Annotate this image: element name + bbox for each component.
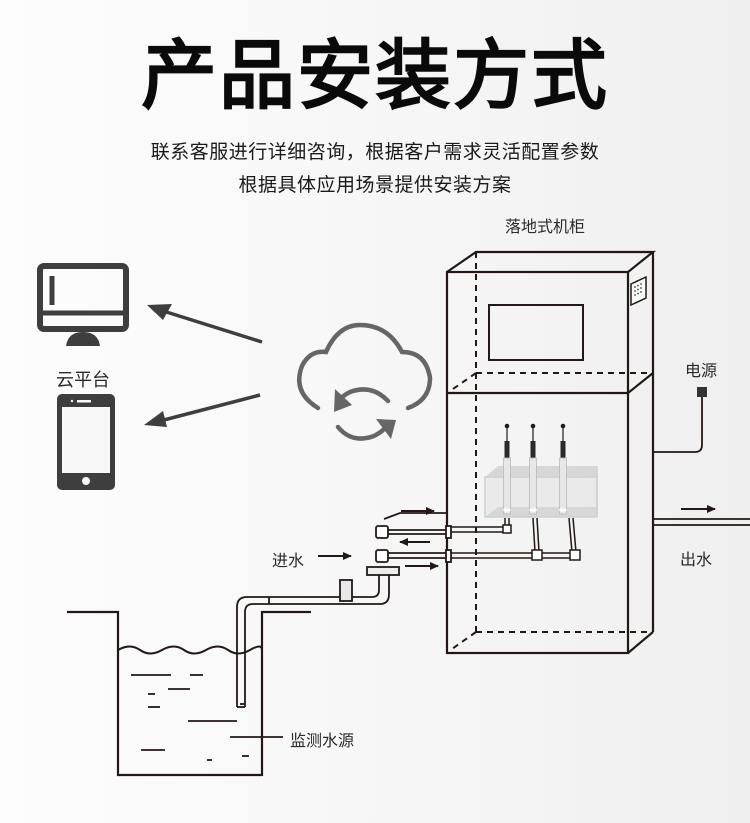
- data-arrow-to-phone: [144, 393, 261, 427]
- power-label: 电源: [685, 361, 718, 380]
- sensor-pipes: [447, 517, 581, 561]
- cloud-sync-icon: [297, 322, 433, 441]
- subtitle-line-2: 根据具体应用场景提供安装方案: [238, 174, 512, 196]
- inlet-outlet-pipes: [236, 397, 750, 708]
- subtitle-line-1: 联系客服进行详细咨询，根据客户需求灵活配置参数: [150, 141, 600, 163]
- water-out-label: 出水: [680, 550, 713, 569]
- water-source-well: [67, 610, 311, 777]
- page-title: 产品安装方式: [141, 31, 609, 120]
- cabinet-label: 落地式机柜: [505, 217, 586, 236]
- monitor-icon: [37, 263, 129, 346]
- phone-icon: [57, 394, 115, 490]
- water-in-label: 进水: [272, 551, 305, 570]
- sensor-probes: [503, 423, 567, 515]
- power-plug-icon: [697, 387, 707, 397]
- water-source-label: 监测水源: [290, 731, 355, 750]
- cabinet: [445, 250, 657, 655]
- sensor-probe: [529, 423, 537, 515]
- cloud-platform-label: 云平台: [56, 370, 110, 391]
- sensor-probe: [559, 423, 567, 515]
- sensor-tank: [484, 466, 598, 518]
- flow-arrows: [318, 505, 716, 570]
- data-arrow-to-monitor: [147, 304, 263, 344]
- keypad-icon: [630, 275, 647, 307]
- sensor-probe: [503, 423, 511, 515]
